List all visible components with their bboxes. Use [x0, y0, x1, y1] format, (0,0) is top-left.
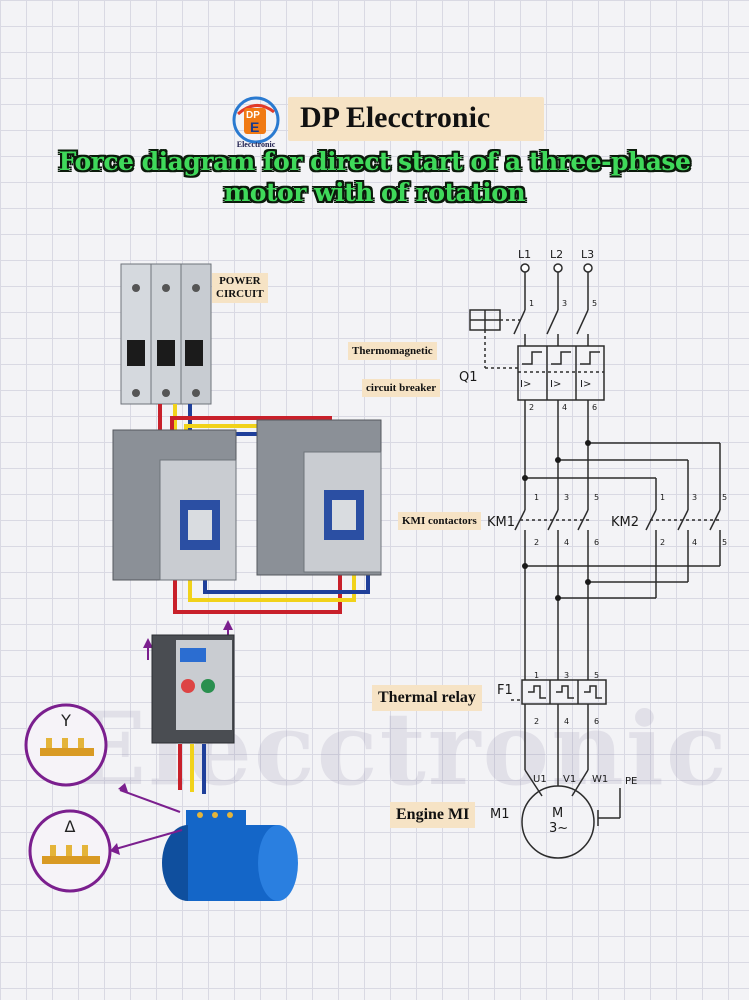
phase-label-l2: L2	[550, 248, 563, 261]
svg-text:E: E	[250, 119, 259, 135]
motor-terminal-w1: W1	[592, 774, 608, 785]
terminal-l1	[520, 263, 530, 273]
svg-text:5: 5	[594, 493, 599, 502]
breaker-symbol-2: I>	[550, 379, 561, 390]
svg-text:1: 1	[534, 671, 539, 680]
terminal-l2	[553, 263, 563, 273]
relay-ref-f1: F1	[497, 683, 513, 698]
title-line-1: Force diagram for direct start of a thre…	[58, 147, 691, 176]
brand-banner: DP Elecctronic	[288, 97, 544, 141]
svg-text:1: 1	[529, 299, 534, 308]
header: DP E Elecctronic DP Elecctronic	[228, 94, 546, 150]
motor-device	[162, 810, 298, 901]
terminal-l3	[583, 263, 593, 273]
svg-text:3: 3	[562, 299, 567, 308]
svg-text:5: 5	[722, 493, 727, 502]
thermomagnetic-label: Thermomagnetic	[348, 342, 437, 360]
svg-text:1: 1	[534, 493, 539, 502]
svg-text:5: 5	[592, 299, 597, 308]
km1-contactors-label: KMI contactors	[398, 512, 481, 530]
dpe-electronic-logo-icon: DP E Elecctronic	[232, 96, 280, 149]
svg-text:DP: DP	[246, 110, 260, 121]
svg-text:5: 5	[594, 671, 599, 680]
circuit-breaker-device	[120, 263, 212, 405]
star-connection-diagram: Y	[24, 703, 181, 813]
motor-wires	[178, 744, 206, 794]
delta-connection-diagram: Δ	[28, 809, 183, 893]
svg-text:1: 1	[660, 493, 665, 502]
thermal-relay-label: Thermal relay	[372, 685, 482, 711]
breaker-symbol-3: I>	[580, 379, 591, 390]
svg-text:6: 6	[592, 403, 597, 412]
star-symbol: Y	[60, 711, 71, 730]
contactor-km2-device	[256, 419, 382, 576]
svg-text:4: 4	[564, 538, 569, 547]
svg-text:5: 5	[722, 538, 727, 547]
power-circuit-label: POWER CIRCUIT	[212, 273, 268, 303]
phase-label-l1: L1	[518, 248, 531, 261]
svg-text:4: 4	[692, 538, 697, 547]
phase-label-l3: L3	[581, 248, 594, 261]
svg-text:3: 3	[692, 493, 697, 502]
pe-label: PE	[625, 776, 637, 787]
circuit-breaker-label: circuit breaker	[362, 379, 441, 397]
breaker-symbol-1: I>	[520, 379, 531, 390]
breaker-ref-q1: Q1	[459, 370, 478, 385]
logo-text: Elecctronic	[237, 140, 276, 149]
contactor-ref-km2: KM2	[611, 515, 639, 530]
contactor-km1-device	[112, 429, 237, 581]
motor-symbol-m: M	[552, 806, 563, 821]
title-line-2: motor with of rotation	[223, 178, 526, 207]
motor-terminal-u1: U1	[533, 774, 547, 785]
page-title: Force diagram for direct start of a thre…	[20, 146, 729, 208]
svg-text:2: 2	[534, 717, 539, 726]
motor-spec: 3~	[549, 821, 568, 836]
svg-text:2: 2	[660, 538, 665, 547]
svg-text:4: 4	[562, 403, 567, 412]
motor-ref-m1: M1	[490, 807, 510, 822]
thermal-relay-device	[143, 620, 235, 744]
svg-text:6: 6	[594, 538, 599, 547]
svg-text:6: 6	[594, 717, 599, 726]
motor-terminal-v1: V1	[563, 774, 576, 785]
svg-text:4: 4	[564, 717, 569, 726]
svg-text:3: 3	[564, 493, 569, 502]
engine-label: Engine MI	[390, 802, 476, 828]
delta-symbol: Δ	[65, 817, 76, 836]
brand-name: DP Elecctronic	[300, 101, 491, 134]
svg-text:3: 3	[564, 671, 569, 680]
svg-text:2: 2	[529, 403, 534, 412]
contactor-ref-km1: KM1	[487, 515, 515, 530]
svg-text:2: 2	[534, 538, 539, 547]
